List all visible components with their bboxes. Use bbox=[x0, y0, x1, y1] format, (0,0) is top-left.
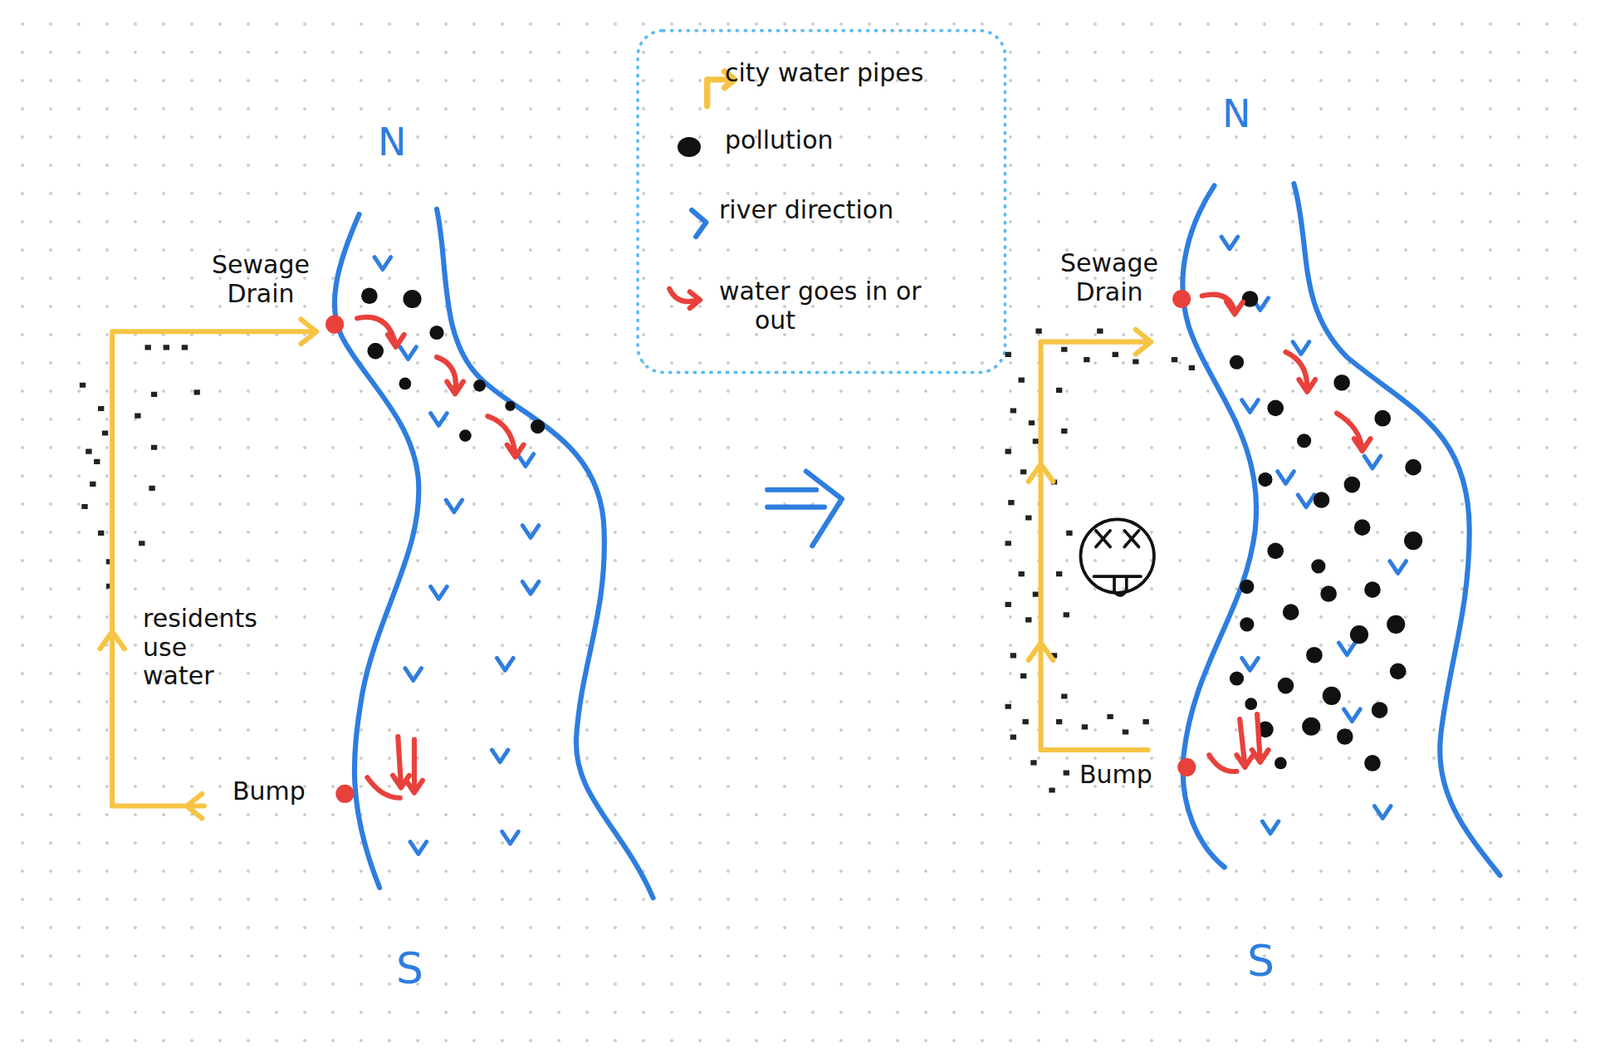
pollution-blob bbox=[473, 379, 486, 392]
pollution-blob bbox=[1336, 728, 1354, 745]
legend-text: water goes in or out bbox=[719, 277, 935, 335]
pollution-blob bbox=[1374, 410, 1391, 427]
compass-north: N bbox=[1222, 92, 1251, 137]
transition-arrow bbox=[767, 471, 842, 547]
pollution-blob bbox=[1311, 558, 1326, 573]
pollution-blob bbox=[1306, 646, 1323, 664]
compass-south: S bbox=[396, 944, 424, 994]
pollution-blob bbox=[1404, 531, 1423, 550]
pollution-blob bbox=[1322, 686, 1341, 705]
legend-river-sample bbox=[691, 210, 706, 237]
pollution-blob bbox=[1364, 754, 1381, 772]
pollution-blob bbox=[1371, 701, 1389, 719]
river-direction-arrows bbox=[1221, 236, 1406, 834]
pollution-blob bbox=[1257, 472, 1273, 487]
pollution-blob bbox=[1320, 585, 1337, 602]
pollution-blob bbox=[366, 342, 384, 360]
pollution-blob bbox=[429, 325, 444, 340]
pollution-blob bbox=[1244, 697, 1258, 710]
pollution-blob bbox=[1239, 616, 1254, 632]
compass-north: N bbox=[377, 120, 407, 165]
pollution-blobs bbox=[1229, 290, 1423, 772]
pollution-blob bbox=[1267, 400, 1284, 417]
pollution-blob bbox=[1296, 433, 1312, 448]
pollution-blob bbox=[1389, 663, 1407, 681]
face-outline bbox=[1080, 518, 1154, 593]
pollution-blob bbox=[1274, 757, 1287, 770]
legend-swatch bbox=[677, 137, 701, 157]
pollution-blob bbox=[530, 419, 545, 434]
pollution-blob bbox=[1267, 543, 1284, 560]
pollution-blob bbox=[1386, 615, 1405, 634]
pollution-blob bbox=[1242, 290, 1259, 308]
pump-point bbox=[1177, 758, 1196, 777]
legend-text: river direction bbox=[719, 195, 894, 226]
pollution-blob bbox=[459, 429, 472, 442]
river-bank bbox=[1293, 183, 1500, 876]
water-in-out-arrows bbox=[1202, 294, 1371, 772]
note-label: residents use water bbox=[142, 604, 265, 691]
pollution-blob bbox=[1344, 476, 1361, 494]
compass-south: S bbox=[1247, 936, 1275, 987]
water-in-out-arrows bbox=[357, 317, 524, 798]
legend-text: city water pipes bbox=[724, 58, 924, 89]
pollution-blob bbox=[1354, 518, 1371, 536]
pollution-blob bbox=[402, 289, 421, 309]
drain-point bbox=[325, 315, 344, 334]
pollution-blob bbox=[361, 287, 378, 304]
dead-face bbox=[1080, 518, 1154, 596]
pollution-blob bbox=[1229, 355, 1244, 370]
pollution-blob bbox=[1229, 670, 1244, 686]
river-bank bbox=[436, 209, 654, 898]
pollution-marks bbox=[79, 344, 201, 589]
pollution-blob bbox=[1404, 459, 1422, 476]
legend-text: pollution bbox=[724, 126, 834, 156]
pollution-marks bbox=[1005, 328, 1196, 793]
pollution-blob bbox=[1277, 677, 1295, 695]
drain-label: Sewage Drain bbox=[206, 250, 315, 309]
city-water-pipe bbox=[99, 319, 317, 819]
pump-label: Bump bbox=[232, 777, 306, 807]
legend-frame bbox=[637, 30, 1005, 373]
pollution-blob bbox=[1313, 491, 1331, 509]
pollution-blob bbox=[504, 401, 515, 412]
pollution-blob bbox=[1239, 579, 1254, 594]
pollution-blob bbox=[1301, 717, 1321, 736]
city-water-pipe bbox=[1028, 329, 1151, 750]
pump-point bbox=[335, 784, 354, 803]
pollution-blob bbox=[1350, 625, 1369, 644]
face-features bbox=[1093, 530, 1141, 596]
pollution-blob bbox=[1364, 581, 1381, 598]
pollution-blob bbox=[399, 377, 412, 391]
legend-flow-sample bbox=[669, 288, 700, 309]
pollution-blob bbox=[1282, 603, 1300, 621]
pollution-blobs bbox=[361, 287, 545, 442]
pump-label: Bump bbox=[1079, 760, 1153, 790]
pollution-blob bbox=[1333, 374, 1351, 392]
drain-point bbox=[1172, 289, 1191, 309]
drain-label: Sewage Drain bbox=[1055, 249, 1164, 307]
